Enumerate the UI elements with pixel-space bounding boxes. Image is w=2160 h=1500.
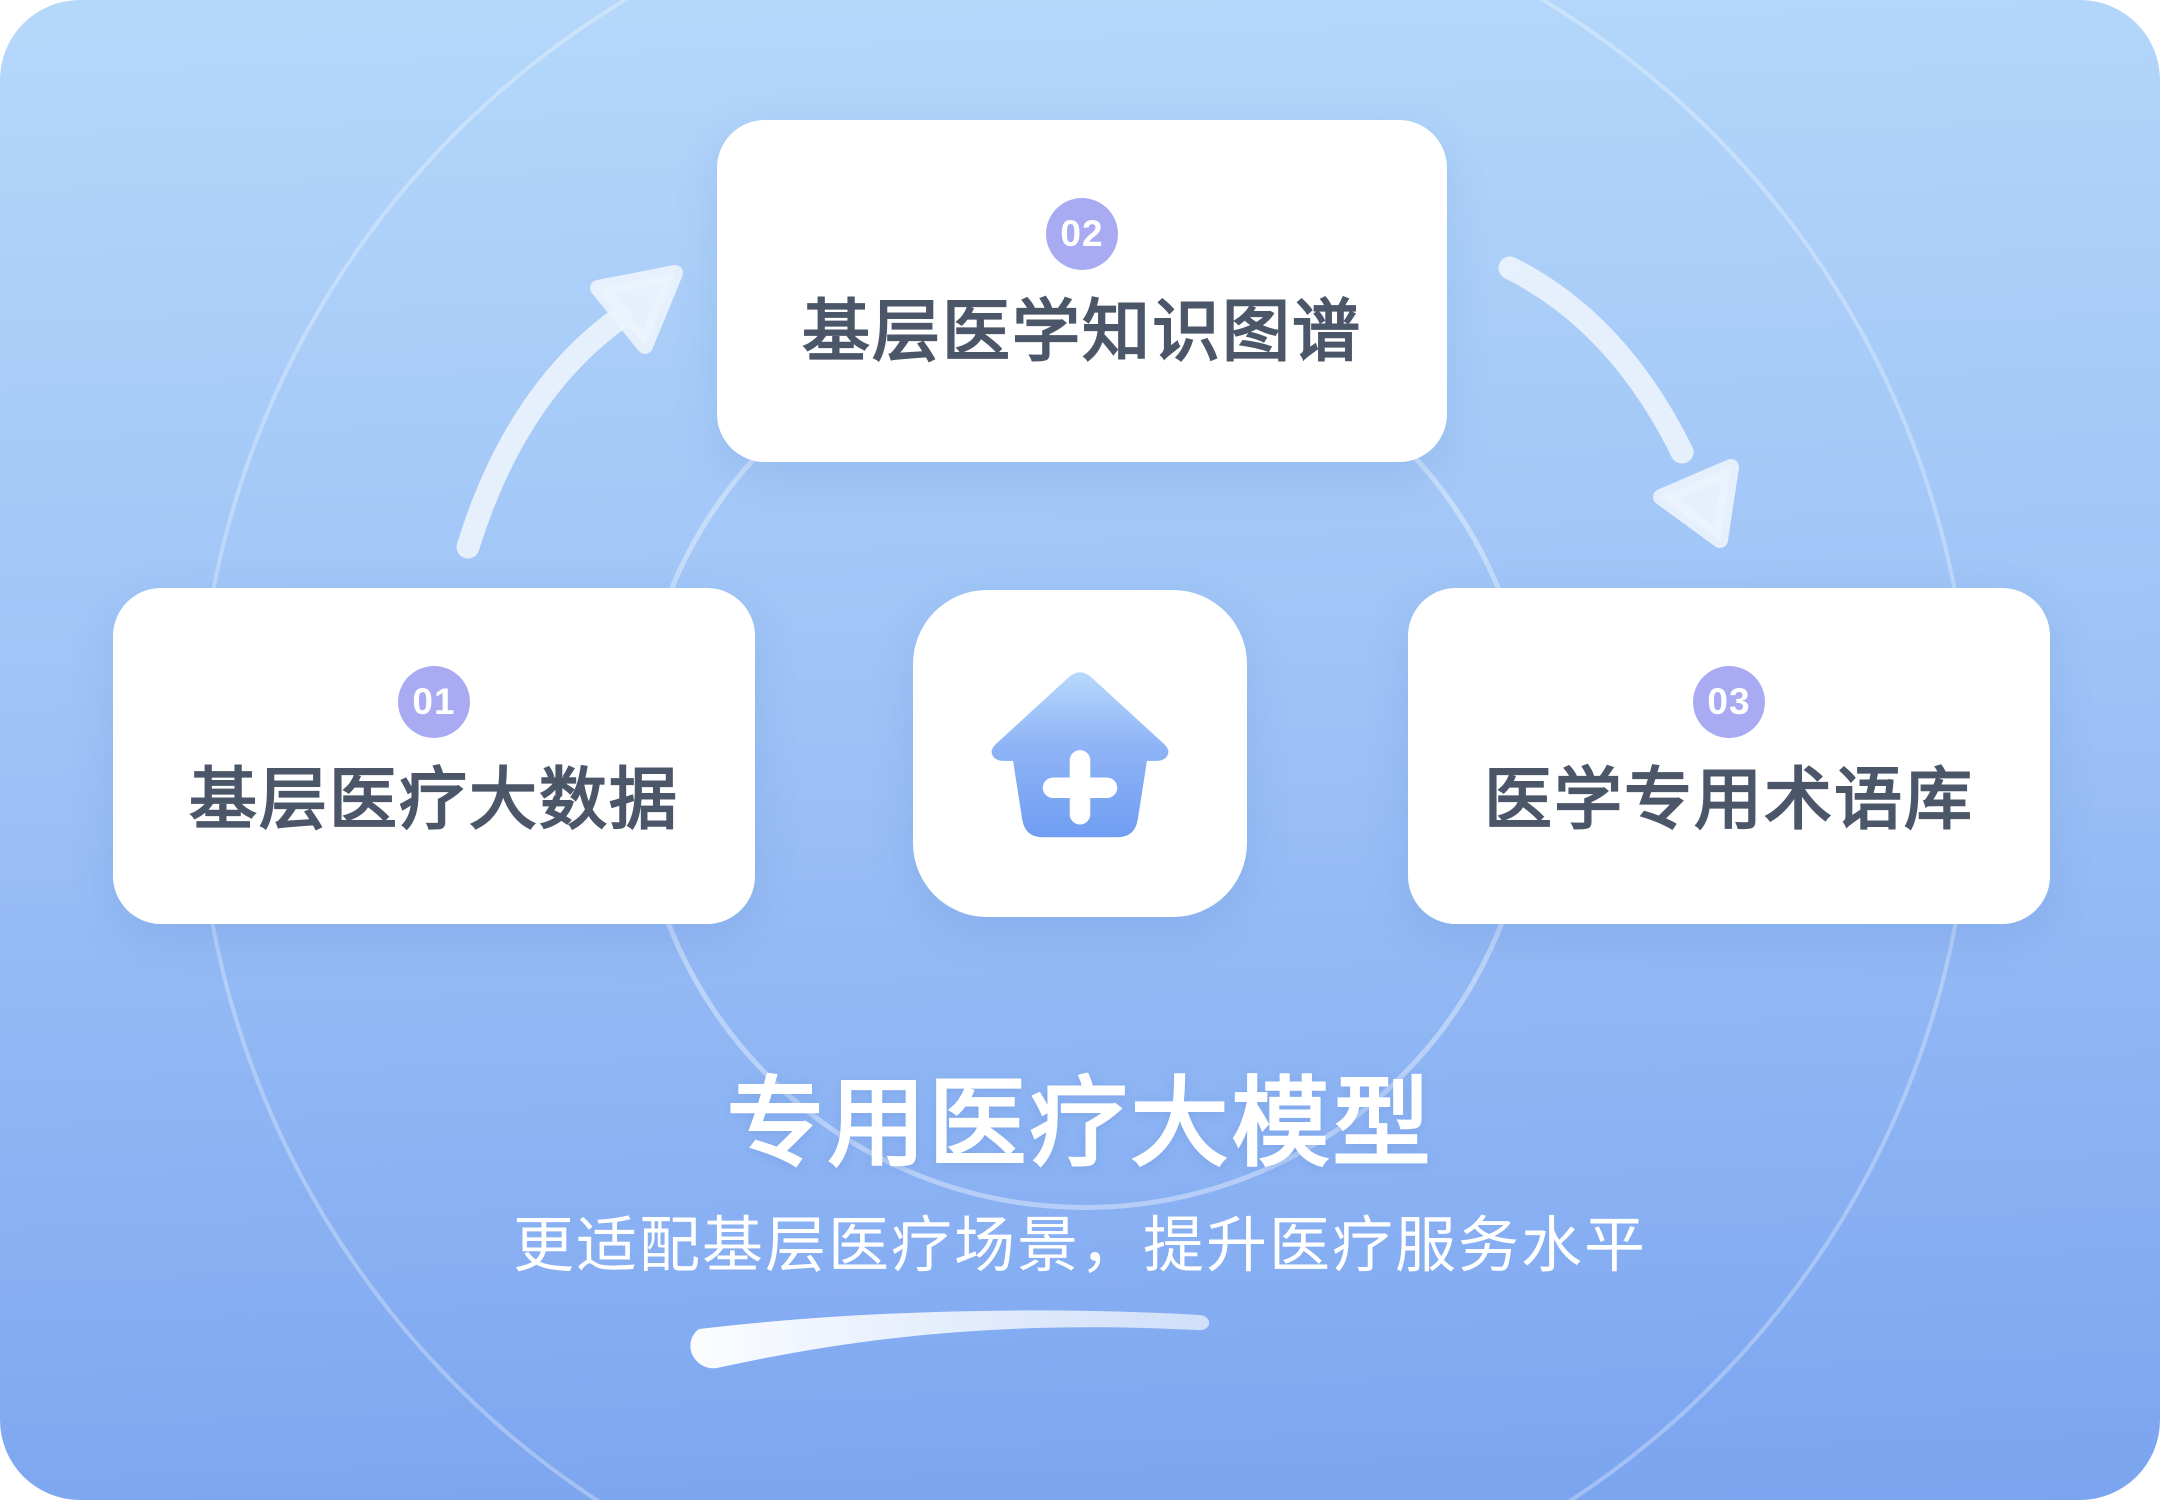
step-badge-03: 03: [1693, 666, 1765, 738]
card-terminology-database: 03 医学专用术语库: [1408, 588, 2050, 924]
underline-swoosh: [690, 1310, 1210, 1369]
card-title-knowledge-graph: 基层医学知识图谱: [801, 294, 1362, 370]
card-big-data: 01 基层医疗大数据: [113, 588, 755, 924]
footer-title: 专用医疗大模型: [726, 1068, 1434, 1178]
plus-icon: [1042, 749, 1118, 824]
arrow-01-to-02-icon: [456, 265, 683, 559]
center-tile: [913, 590, 1247, 917]
card-knowledge-graph: 02 基层医学知识图谱: [717, 120, 1447, 462]
arrow-02-to-03-icon: [1498, 256, 1739, 548]
step-badge-02: 02: [1046, 198, 1118, 270]
step-badge-01: 01: [398, 666, 470, 738]
medical-house-plus-icon: [991, 671, 1169, 837]
card-title-terminology-database: 医学专用术语库: [1483, 762, 1974, 838]
card-title-big-data: 基层医疗大数据: [188, 762, 679, 838]
footer-subtitle: 更适配基层医疗场景，提升医疗服务水平: [512, 1211, 1647, 1279]
